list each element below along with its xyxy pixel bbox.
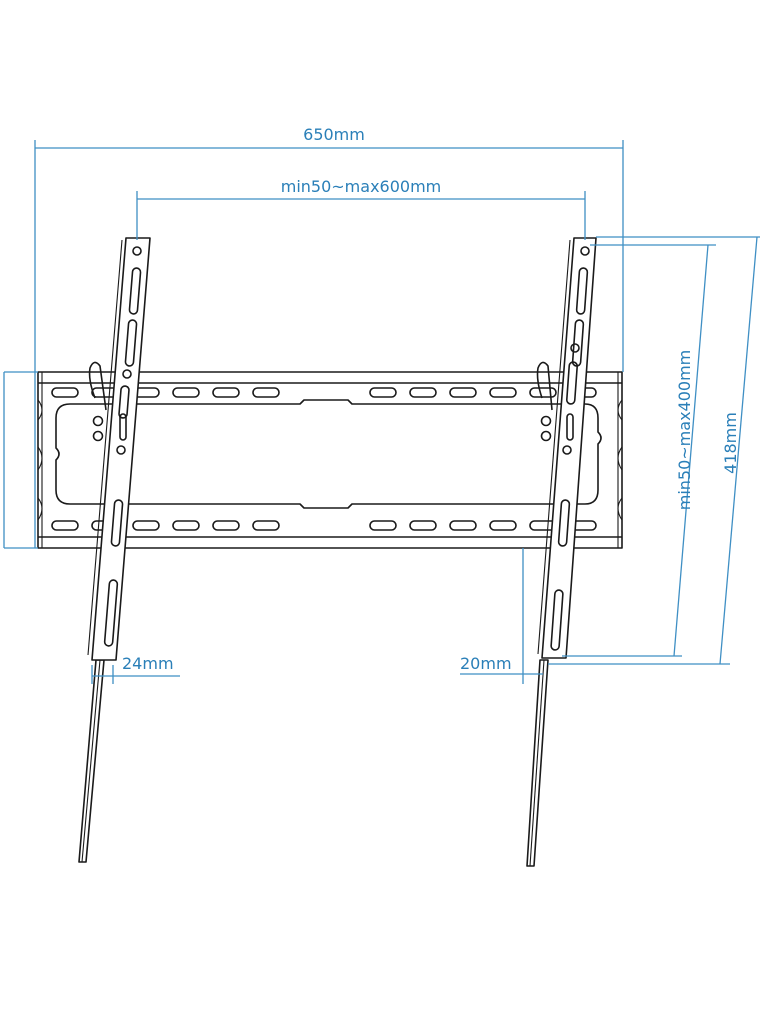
wall-plate xyxy=(37,371,623,549)
bottom-slot-row xyxy=(51,520,597,531)
dimension-vesa-vertical: min50~max400mm xyxy=(562,244,716,657)
dimension-plate-height xyxy=(3,371,38,549)
label-right-gap: 20mm xyxy=(460,654,512,673)
right-mounting-arm xyxy=(526,237,597,867)
dimension-right-gap: 20mm xyxy=(460,548,543,684)
label-vesa-vertical: min50~max400mm xyxy=(675,350,694,511)
label-vesa-horizontal: min50~max600mm xyxy=(281,177,442,196)
dimension-arm-height: 418mm xyxy=(548,236,760,665)
label-overall-width: 650mm xyxy=(303,125,365,144)
top-slot-row xyxy=(51,387,597,398)
dimension-vesa-horizontal: min50~max600mm xyxy=(136,177,586,240)
left-mounting-arm xyxy=(78,237,151,863)
label-arm-height: 418mm xyxy=(721,412,740,474)
dimension-left-gap: 24mm xyxy=(91,654,180,684)
label-left-gap: 24mm xyxy=(122,654,174,673)
dimension-overall-width: 650mm xyxy=(34,125,624,548)
